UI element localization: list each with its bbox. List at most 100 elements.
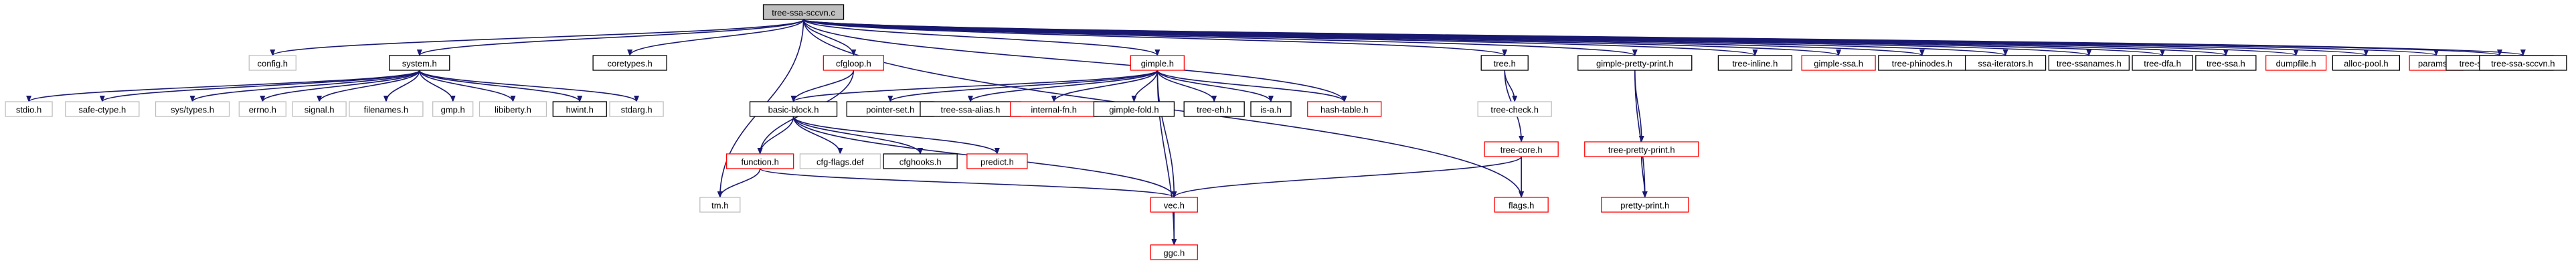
node-hashtable[interactable]: hash-table.h bbox=[1307, 101, 1382, 117]
node-gmp-label: gmp.h bbox=[441, 105, 465, 115]
node-treephinodes[interactable]: tree-phinodes.h bbox=[1878, 55, 1966, 71]
node-hwint-label: hwint.h bbox=[566, 105, 594, 115]
node-treessa-label: tree-ssa.h bbox=[2207, 59, 2245, 69]
node-root-box bbox=[762, 4, 845, 20]
node-allocpool-box bbox=[2332, 55, 2401, 71]
node-treessanames[interactable]: tree-ssanames.h bbox=[2048, 55, 2130, 71]
node-gimpleprettyprint[interactable]: gimple-pretty-print.h bbox=[1577, 55, 1693, 71]
node-treeinline[interactable]: tree-inline.h bbox=[1717, 55, 1793, 71]
edge-cfgloop-to-basicblock bbox=[790, 70, 855, 102]
node-cfgflags: cfg-flags.def bbox=[799, 153, 881, 169]
node-tm-box bbox=[699, 197, 741, 213]
node-stdio-box bbox=[5, 101, 53, 117]
node-coretypes-label: coretypes.h bbox=[607, 59, 652, 69]
node-treedfa-box bbox=[2132, 55, 2193, 71]
edge-system-to-filenames bbox=[383, 70, 420, 102]
node-predict-label: predict.h bbox=[980, 157, 1014, 167]
node-cfghooks-label: cfghooks.h bbox=[899, 157, 942, 167]
node-treecore[interactable]: tree-core.h bbox=[1484, 141, 1559, 157]
node-treedfa[interactable]: tree-dfa.h bbox=[2132, 55, 2193, 71]
edge-system-to-hwint bbox=[418, 70, 583, 102]
node-treessasccvn-label: tree-ssa-sccvn.h bbox=[2491, 59, 2555, 69]
node-cfgflags-box bbox=[799, 153, 881, 169]
graph-edges bbox=[26, 19, 2525, 246]
edge-gimple-to-hashtable bbox=[1156, 70, 1347, 102]
node-basicblock[interactable]: basic-block.h bbox=[749, 101, 838, 117]
node-gimple[interactable]: gimple.h bbox=[1130, 55, 1185, 71]
node-treeeh[interactable]: tree-eh.h bbox=[1183, 101, 1245, 117]
edge-basicblock-to-cfghooks bbox=[792, 116, 924, 155]
node-basicblock-box bbox=[749, 101, 838, 117]
edge-root-to-config bbox=[270, 19, 804, 56]
node-libiberty-box bbox=[479, 101, 547, 117]
node-treessanames-label: tree-ssanames.h bbox=[2057, 59, 2122, 69]
edge-system-to-errno bbox=[260, 70, 420, 102]
node-treessa[interactable]: tree-ssa.h bbox=[2195, 55, 2257, 71]
node-system[interactable]: system.h bbox=[389, 55, 450, 71]
node-gimplessa[interactable]: gimple-ssa.h bbox=[1801, 55, 1876, 71]
node-treessaalias[interactable]: tree-ssa-alias.h bbox=[920, 101, 1021, 117]
node-signal-label: signal.h bbox=[305, 105, 335, 115]
node-cfghooks[interactable]: cfghooks.h bbox=[883, 153, 958, 169]
node-cfgloop[interactable]: cfgloop.h bbox=[823, 55, 885, 71]
node-treeinline-label: tree-inline.h bbox=[1732, 59, 1778, 69]
node-signal: signal.h bbox=[292, 101, 347, 117]
node-treecheck-label: tree-check.h bbox=[1490, 105, 1539, 115]
node-tree[interactable]: tree.h bbox=[1480, 55, 1529, 71]
node-treessasccvn-box bbox=[2479, 55, 2567, 71]
node-systypes-box bbox=[155, 101, 230, 117]
node-safectype: safe-ctype.h bbox=[65, 101, 140, 117]
node-dumpfile[interactable]: dumpfile.h bbox=[2265, 55, 2327, 71]
edge-system-to-gmp bbox=[418, 70, 456, 102]
node-hashtable-box bbox=[1307, 101, 1382, 117]
node-hwint-box bbox=[552, 101, 607, 117]
node-cfgloop-box bbox=[823, 55, 885, 71]
node-treeprettyprint-label: tree-pretty-print.h bbox=[1608, 145, 1675, 155]
edge-root-to-tree bbox=[802, 19, 1507, 56]
node-stdio: stdio.h bbox=[5, 101, 53, 117]
edge-basicblock-to-function bbox=[757, 116, 794, 155]
node-ggc-label: ggc.h bbox=[1163, 248, 1185, 258]
node-gimplefold-label: gimple-fold.h bbox=[1109, 105, 1158, 115]
node-treessasccvn[interactable]: tree-ssa-sccvn.h bbox=[2479, 55, 2567, 71]
edge-gimple-to-basicblock bbox=[790, 70, 1158, 102]
node-tree-box bbox=[1480, 55, 1529, 71]
node-gimplefold[interactable]: gimple-fold.h bbox=[1093, 101, 1175, 117]
node-treessanames-box bbox=[2048, 55, 2130, 71]
node-gimple-label: gimple.h bbox=[1141, 59, 1174, 69]
node-stdarg: stdarg.h bbox=[609, 101, 664, 117]
node-treessa-box bbox=[2195, 55, 2257, 71]
node-internalfn[interactable]: internal-fn.h bbox=[1010, 101, 1098, 117]
edge-function-to-vec bbox=[759, 168, 1177, 198]
node-systypes-label: sys/types.h bbox=[171, 105, 214, 115]
node-hwint[interactable]: hwint.h bbox=[552, 101, 607, 117]
node-flags[interactable]: flags.h bbox=[1494, 197, 1549, 213]
node-isa[interactable]: is-a.h bbox=[1250, 101, 1292, 117]
edge-system-to-systypes bbox=[189, 70, 420, 102]
edge-system-to-signal bbox=[317, 70, 420, 102]
node-treephinodes-label: tree-phinodes.h bbox=[1892, 59, 1952, 69]
node-gimplessa-label: gimple-ssa.h bbox=[1814, 59, 1863, 69]
node-ssaiterators[interactable]: ssa-iterators.h bbox=[1964, 55, 2047, 71]
node-config-box bbox=[248, 55, 296, 71]
node-dumpfile-label: dumpfile.h bbox=[2276, 59, 2316, 69]
node-prettyprint[interactable]: pretty-print.h bbox=[1601, 197, 1689, 213]
node-ggc[interactable]: ggc.h bbox=[1150, 244, 1198, 260]
node-tree-label: tree.h bbox=[1494, 59, 1516, 69]
node-coretypes[interactable]: coretypes.h bbox=[592, 55, 667, 71]
node-ggc-box bbox=[1150, 244, 1198, 260]
node-tm-label: tm.h bbox=[711, 201, 728, 211]
node-predict[interactable]: predict.h bbox=[966, 153, 1028, 169]
node-treeprettyprint[interactable]: tree-pretty-print.h bbox=[1584, 141, 1699, 157]
node-treecore-label: tree-core.h bbox=[1500, 145, 1543, 155]
node-systypes: sys/types.h bbox=[155, 101, 230, 117]
node-function[interactable]: function.h bbox=[726, 153, 794, 169]
node-ssaiterators-box bbox=[1964, 55, 2047, 71]
node-safectype-box bbox=[65, 101, 140, 117]
node-vec[interactable]: vec.h bbox=[1150, 197, 1198, 213]
node-allocpool[interactable]: alloc-pool.h bbox=[2332, 55, 2401, 71]
node-cfgflags-label: cfg-flags.def bbox=[817, 157, 864, 167]
node-isa-label: is-a.h bbox=[1260, 105, 1282, 115]
node-flags-box bbox=[1494, 197, 1549, 213]
